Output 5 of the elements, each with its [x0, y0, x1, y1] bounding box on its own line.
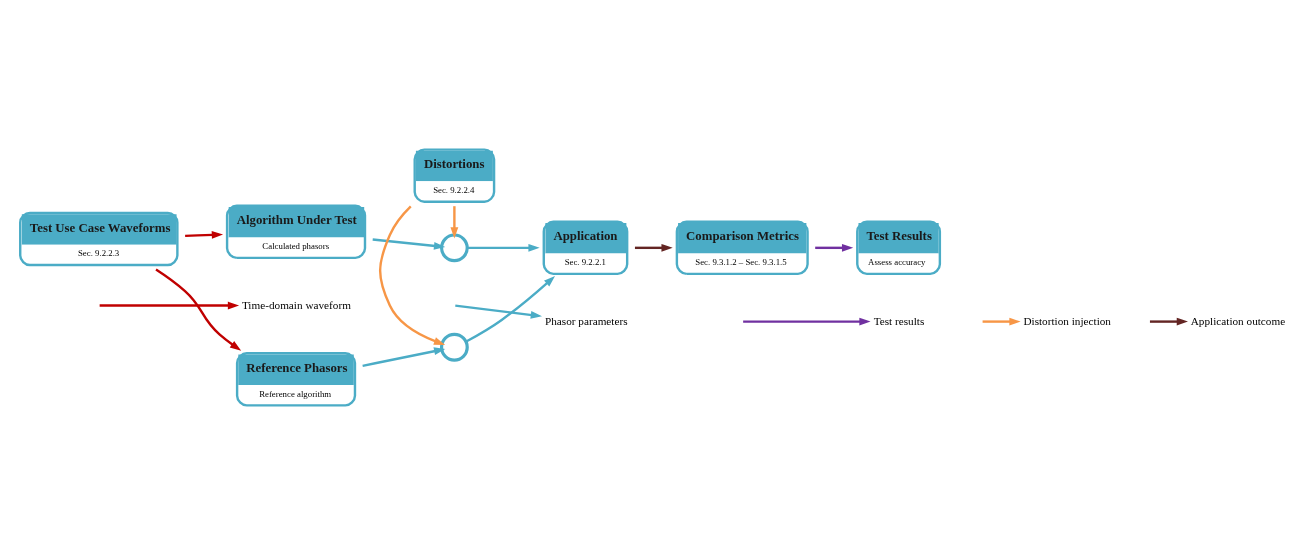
legend-label: Test results: [873, 314, 925, 327]
legend-label: Distortion injection: [1023, 314, 1111, 327]
legend-label: Phasor parameters: [544, 314, 628, 327]
legend-label: Application outcome: [1190, 314, 1286, 327]
legend-label: Time-domain waveform: [241, 298, 351, 311]
